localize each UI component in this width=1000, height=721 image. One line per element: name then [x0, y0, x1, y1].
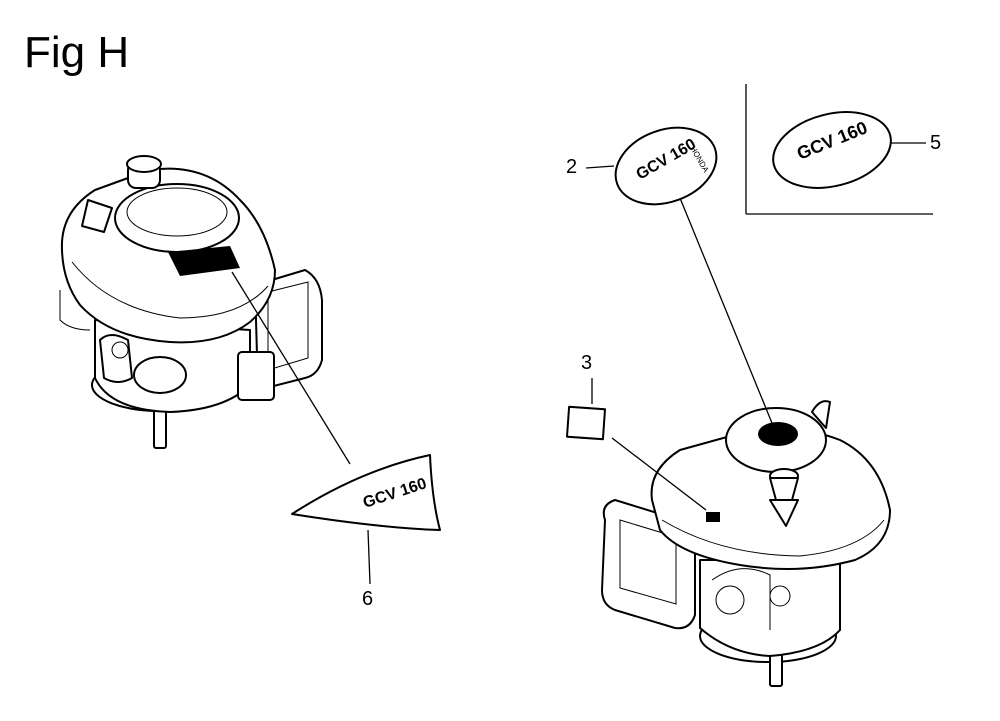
decal-6: GCV 160 [291, 454, 441, 585]
leader-2 [679, 197, 775, 429]
callout-6: 6 [362, 588, 374, 610]
decal-location-right [706, 512, 720, 522]
right-engine [601, 400, 891, 687]
left-engine [59, 155, 323, 449]
emblem-location [758, 422, 798, 446]
emblem-5: GCV 160 [772, 111, 926, 189]
callout-2: 2 [566, 156, 578, 178]
decal-location-left [168, 246, 240, 276]
figure-title: Fig H [24, 28, 130, 77]
inset-frame [745, 84, 933, 215]
leader-6 [231, 271, 351, 465]
callout-5: 5 [930, 132, 942, 154]
emblem-2: GCV 160 HONDA [614, 126, 718, 206]
callout-3: 3 [581, 352, 593, 374]
label-3 [565, 405, 607, 441]
leader-3 [611, 437, 707, 511]
